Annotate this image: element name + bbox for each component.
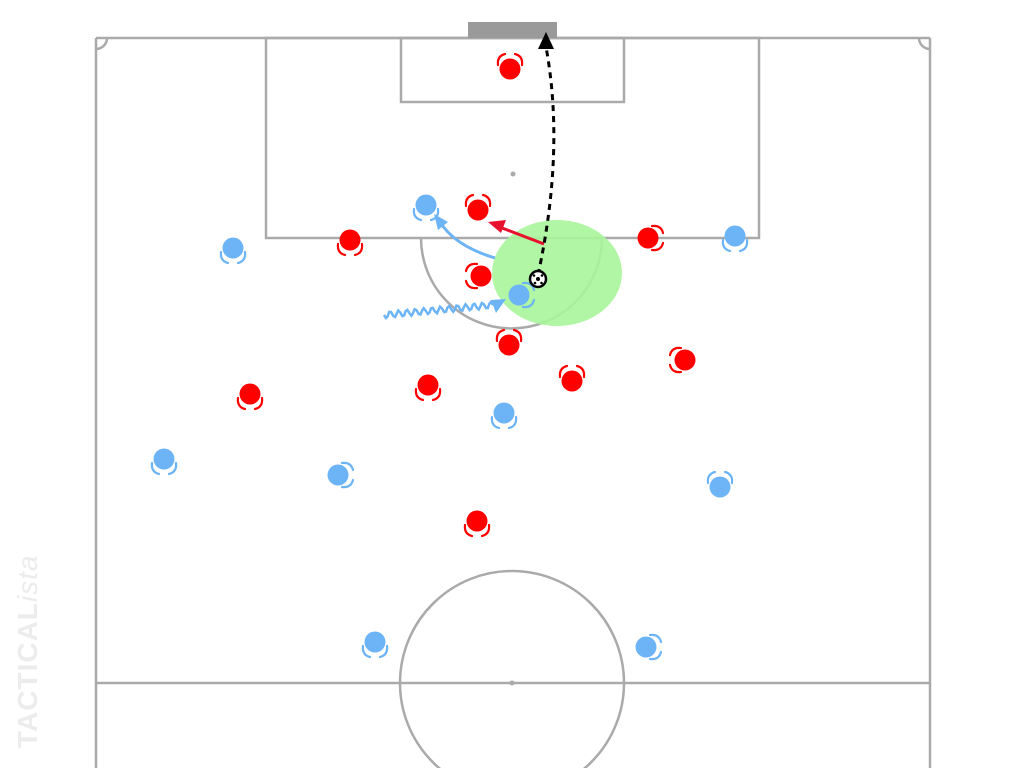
red-press-arrow <box>488 220 545 246</box>
goal <box>468 22 557 38</box>
blue-player-9 <box>361 631 389 659</box>
red-player-4 <box>464 262 492 290</box>
blue-player-5 <box>490 402 518 430</box>
blue-dribble-arrow <box>382 299 506 321</box>
red-player-1 <box>464 193 492 221</box>
red-player-2 <box>336 229 364 257</box>
red-player-3 <box>637 224 665 252</box>
centre-circle <box>398 569 626 768</box>
watermark-logo: TACTICALista <box>12 555 44 748</box>
blue-player-8 <box>706 470 734 498</box>
penalty-spot <box>510 171 516 177</box>
pressing-zone <box>492 220 622 326</box>
red-player-9 <box>558 364 586 392</box>
watermark-italic: ista <box>12 554 43 603</box>
red-player-10 <box>463 510 491 538</box>
watermark-bold: TACTICAL <box>12 602 43 748</box>
centre-spot <box>509 680 515 686</box>
red-player-6 <box>668 346 696 374</box>
shot-path-arrow <box>536 32 556 276</box>
players <box>150 52 749 661</box>
blue-player-3 <box>721 225 749 253</box>
corner-arc-left <box>95 37 109 51</box>
movement-arrows <box>382 32 556 321</box>
pitch-markings <box>94 36 932 768</box>
blue-player-4 <box>508 281 536 309</box>
red-player-5 <box>495 328 523 356</box>
corner-arc-right <box>917 37 931 51</box>
blue-run-arrow <box>434 214 496 260</box>
ball <box>528 269 548 289</box>
red-player-8 <box>414 374 442 402</box>
red-player-7 <box>236 383 264 411</box>
blue-player-1 <box>412 194 440 222</box>
red-goalkeeper <box>496 52 524 80</box>
blue-player-7 <box>327 461 355 489</box>
blue-player-2 <box>219 237 247 265</box>
blue-player-6 <box>150 448 178 476</box>
blue-player-10 <box>635 633 663 661</box>
